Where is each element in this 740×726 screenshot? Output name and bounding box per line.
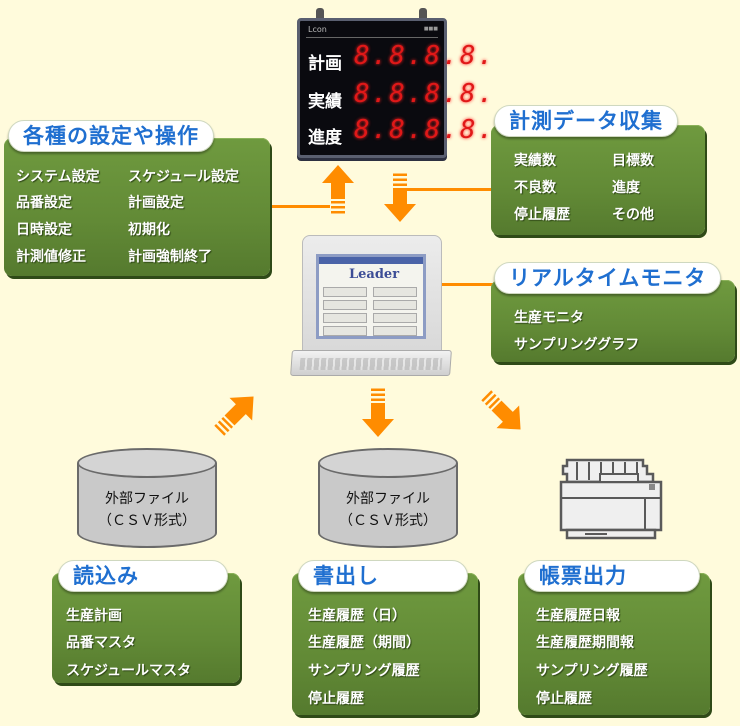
app-titlebar	[319, 257, 423, 264]
collection-item: その他	[612, 207, 654, 223]
app-menu-button	[373, 287, 417, 297]
cylinder-bottom	[318, 518, 458, 548]
collection-item: 停止履歴	[514, 207, 570, 223]
board-label-progress: 進度	[308, 128, 342, 148]
cylinder-bottom	[77, 518, 217, 548]
app-menu-button	[323, 300, 367, 310]
cylinder-top	[318, 448, 458, 478]
cylinder-top	[77, 448, 217, 478]
report-item: 生産履歴日報	[536, 608, 620, 624]
cylinder-format: （ＣＳＶ形式）	[339, 513, 437, 529]
panel-report	[518, 573, 710, 715]
app-menu-button	[373, 313, 417, 323]
import-item: 生産計画	[66, 608, 122, 624]
panel-report-title: 帳票出力	[524, 560, 700, 592]
settings-item: システム設定	[16, 169, 100, 185]
settings-item: 日時設定	[16, 222, 72, 238]
import-item: スケジュールマスタ	[66, 663, 192, 679]
app-title: Leader	[349, 267, 400, 282]
arrow-down-to-computer	[384, 173, 416, 222]
keyboard	[290, 350, 452, 376]
export-item: 生産履歴（期間）	[308, 635, 420, 651]
board-digits-progress: 8.8.8.8.	[354, 115, 496, 145]
settings-item: 計画設定	[128, 195, 184, 211]
panel-settings	[4, 138, 270, 276]
export-item: 生産履歴（日）	[308, 608, 406, 624]
collection-item: 不良数	[514, 180, 556, 196]
collection-item: 目標数	[612, 153, 654, 169]
connector-collection	[405, 188, 495, 191]
settings-item: 計測値修正	[16, 249, 86, 265]
settings-item: 品番設定	[16, 195, 72, 211]
board-brand: Lcon	[308, 25, 327, 34]
led-display-board: Lcon ■■■ 計画 8.8.8.8. 実績 8.8.8.8. 進度 8.8.…	[297, 18, 493, 158]
panel-import-title: 読込み	[58, 560, 228, 592]
panel-collection	[491, 125, 705, 235]
monitor-item: 生産モニタ	[514, 310, 584, 326]
panel-collection-title: 計測データ収集	[494, 105, 678, 137]
board-digits-actual: 8.8.8.8.	[354, 79, 496, 109]
board-hook-left	[316, 8, 324, 18]
app-screen: Leader	[316, 254, 426, 339]
printer-icon	[559, 458, 663, 540]
board-digits-plan: 8.8.8.8.	[354, 41, 496, 71]
external-file-export: 外部ファイル （ＣＳＶ形式）	[318, 448, 458, 548]
panel-settings-title: 各種の設定や操作	[8, 120, 214, 152]
export-item: 停止履歴	[308, 691, 364, 707]
keyboard-keys	[299, 358, 443, 370]
board-divider	[306, 37, 438, 38]
app-menu-button	[323, 287, 367, 297]
board-hook-right	[419, 8, 427, 18]
settings-item: 初期化	[128, 222, 170, 238]
app-menu-button	[373, 300, 417, 310]
board-label-plan: 計画	[308, 54, 342, 74]
collection-item: 実績数	[514, 153, 556, 169]
export-item: サンプリング履歴	[308, 663, 420, 679]
monitor-item: サンプリンググラフ	[514, 337, 640, 353]
board-model-code: ■■■	[423, 26, 438, 32]
cylinder-label: 外部ファイル	[346, 491, 430, 507]
app-menu-button	[373, 326, 417, 336]
panel-export	[292, 573, 478, 715]
report-item: 停止履歴	[536, 691, 592, 707]
connector-monitor	[440, 283, 495, 286]
report-item: サンプリング履歴	[536, 663, 648, 679]
app-menu-button	[323, 313, 367, 323]
panel-export-title: 書出し	[298, 560, 468, 592]
panel-realtime-monitor-title: リアルタイムモニタ	[494, 262, 722, 294]
connector-settings	[270, 205, 330, 208]
board-label-actual: 実績	[308, 92, 342, 112]
collection-item: 進度	[612, 180, 640, 196]
settings-item: 計画強制終了	[128, 249, 212, 265]
arrow-export	[362, 388, 394, 437]
arrow-report	[474, 383, 532, 441]
app-menu-button	[323, 326, 367, 336]
cylinder-format: （ＣＳＶ形式）	[98, 513, 196, 529]
external-file-import: 外部ファイル （ＣＳＶ形式）	[77, 448, 217, 548]
arrow-import	[207, 385, 265, 443]
import-item: 品番マスタ	[66, 635, 136, 651]
computer-monitor: Leader	[302, 235, 442, 355]
settings-item: スケジュール設定	[128, 169, 240, 185]
cylinder-label: 外部ファイル	[105, 491, 189, 507]
report-item: 生産履歴期間報	[536, 635, 634, 651]
